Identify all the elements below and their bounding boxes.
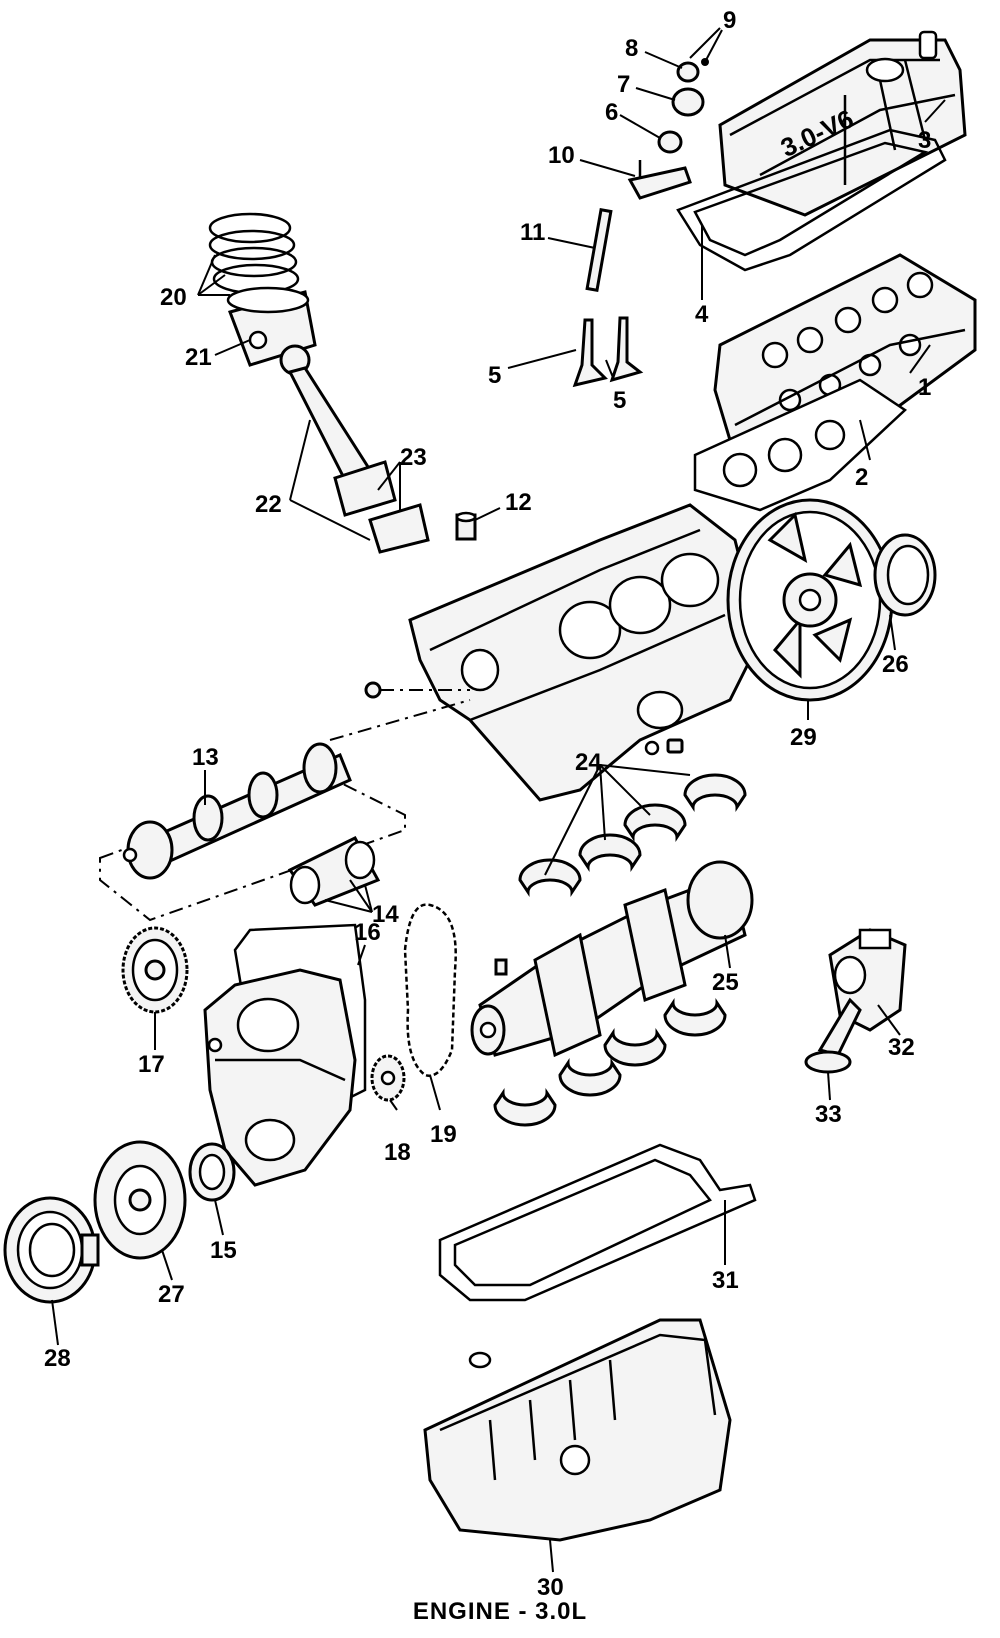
part-label-17: 17 bbox=[138, 1051, 165, 1078]
part-label-3: 3 bbox=[918, 127, 931, 154]
part-label-7: 7 bbox=[617, 71, 630, 98]
part-label-6: 6 bbox=[605, 99, 618, 126]
part-label-28: 28 bbox=[44, 1345, 71, 1372]
part-label-23: 23 bbox=[400, 444, 427, 471]
part-label-31: 31 bbox=[712, 1267, 739, 1294]
timing-chain bbox=[403, 903, 457, 1077]
part-label-16: 16 bbox=[354, 919, 381, 946]
oil-pickup-tube bbox=[804, 997, 862, 1074]
head-gasket bbox=[693, 378, 908, 512]
main-bearings-lower bbox=[493, 998, 727, 1127]
part-label-27: 27 bbox=[158, 1281, 185, 1308]
connecting-rod bbox=[279, 344, 430, 554]
leader-lines bbox=[51, 27, 946, 1573]
cylinder-head bbox=[713, 253, 977, 462]
part-label-10: 10 bbox=[548, 142, 575, 169]
part-label-4: 4 bbox=[695, 301, 709, 328]
part-label-1: 1 bbox=[918, 374, 931, 401]
part-label-15: 15 bbox=[210, 1237, 237, 1264]
piston-assembly bbox=[208, 212, 317, 367]
part-label-14: 14 bbox=[372, 901, 399, 928]
part-label-8: 8 bbox=[625, 35, 638, 62]
main-bearings-upper bbox=[518, 773, 747, 897]
part-label-25: 25 bbox=[712, 969, 739, 996]
camshaft bbox=[99, 742, 406, 922]
part-label-22: 22 bbox=[255, 491, 282, 518]
part-labels: 1 2 3 4 5 5 6 7 8 9 10 11 12 13 14 15 16… bbox=[44, 7, 931, 1601]
part-label-29: 29 bbox=[790, 724, 817, 751]
part-label-9: 9 bbox=[723, 7, 736, 34]
part-label-2: 2 bbox=[855, 464, 868, 491]
front-seal bbox=[188, 1142, 236, 1202]
part-label-18: 18 bbox=[384, 1139, 411, 1166]
part-label-24: 24 bbox=[575, 749, 602, 776]
oil-pan-gasket bbox=[438, 1143, 757, 1302]
flywheel bbox=[726, 498, 894, 702]
crank-pulley bbox=[3, 1196, 100, 1304]
valve-train bbox=[572, 58, 709, 388]
part-label-13: 13 bbox=[192, 744, 219, 771]
valve-cover: 3.0-V6 bbox=[718, 30, 967, 217]
part-label-20: 20 bbox=[160, 284, 187, 311]
crankshaft bbox=[470, 860, 754, 1058]
part-label-32: 32 bbox=[888, 1034, 915, 1061]
valve-cover-gasket bbox=[676, 128, 947, 272]
rear-main-seal bbox=[873, 533, 937, 617]
cam-bearings bbox=[287, 836, 381, 907]
part-label-19: 19 bbox=[430, 1121, 457, 1148]
timing-cover bbox=[203, 968, 357, 1187]
diagram-title: ENGINE - 3.0L bbox=[412, 1598, 588, 1625]
part-label-33: 33 bbox=[815, 1101, 842, 1128]
vibration-damper bbox=[93, 1140, 187, 1260]
oil-pan bbox=[423, 1318, 732, 1542]
part-label-12: 12 bbox=[505, 489, 532, 516]
crank-sprocket bbox=[370, 1054, 406, 1102]
part-label-26: 26 bbox=[882, 651, 909, 678]
part-label-5a: 5 bbox=[488, 362, 501, 389]
part-label-5b: 5 bbox=[613, 387, 626, 414]
part-label-11: 11 bbox=[520, 219, 545, 246]
cam-sprocket bbox=[121, 926, 189, 1014]
engine-block bbox=[329, 503, 762, 802]
part-label-21: 21 bbox=[185, 344, 212, 371]
part-label-30: 30 bbox=[537, 1574, 564, 1601]
